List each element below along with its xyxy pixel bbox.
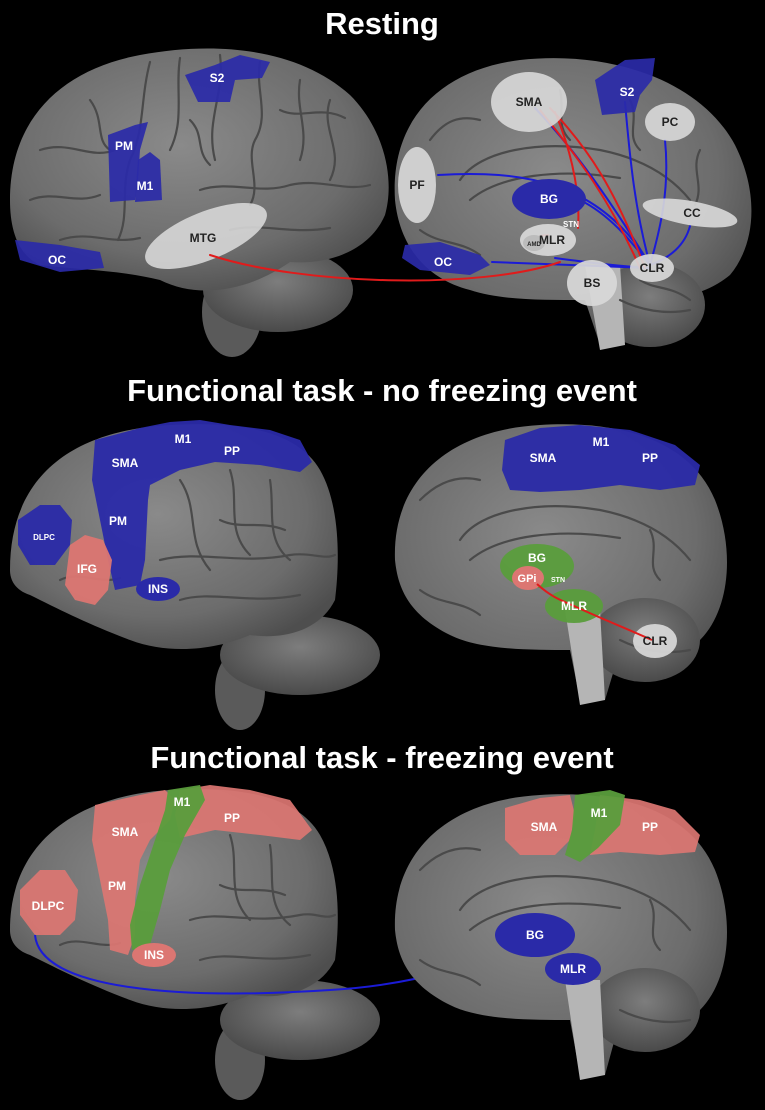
region-label-ins-f: INS — [144, 948, 164, 962]
panel-title-no-freezing: Functional task - no freezing event — [127, 373, 637, 408]
region-label-pm-lateral-nf: PM — [109, 514, 127, 528]
region-label-mlr-medial: MLR — [539, 233, 565, 247]
region-label-bg-medial-f: BG — [526, 928, 544, 942]
medial-brain-freezing: SMA M1 PP BG MLR — [394, 790, 727, 1080]
medial-brain-no-freezing: SMA M1 PP BG GPi STN MLR CLR — [394, 424, 727, 705]
panel-resting: Resting — [10, 6, 752, 357]
region-label-m1-lateral: M1 — [137, 179, 154, 193]
region-label-m1-lateral-f: M1 — [174, 795, 191, 809]
panel-title-freezing: Functional task - freezing event — [150, 740, 613, 775]
panel-no-freezing: Functional task - no freezing event M1 — [10, 373, 727, 730]
lateral-brain-resting: S2 PM M1 MTG OC — [10, 48, 389, 357]
medial-brain-resting: SMA S2 PC PF BG STN CC AMD MLR OC CLR BS — [209, 58, 752, 350]
region-label-oc-medial: OC — [434, 255, 452, 269]
lateral-brain-freezing: M1 SMA PP PM DLPC INS — [10, 785, 526, 1100]
region-label-bs: BS — [584, 276, 601, 290]
region-label-pp-medial-nf: PP — [642, 451, 658, 465]
region-label-sma-medial-f: SMA — [531, 820, 558, 834]
region-label-sma-medial-nf: SMA — [530, 451, 557, 465]
region-label-pm-lateral-f: PM — [108, 879, 126, 893]
region-label-clr-medial: CLR — [640, 261, 665, 275]
region-label-mlr-medial-nf: MLR — [561, 599, 587, 613]
region-label-clr-medial-nf: CLR — [643, 634, 668, 648]
region-label-oc-lateral: OC — [48, 253, 66, 267]
region-label-pf: PF — [409, 178, 424, 192]
region-label-pc: PC — [662, 115, 679, 129]
region-label-bg-medial-nf: BG — [528, 551, 546, 565]
region-label-sma-lateral-nf: SMA — [112, 456, 139, 470]
region-label-pp-lateral-nf: PP — [224, 444, 240, 458]
region-label-stn-nf: STN — [551, 577, 565, 584]
region-label-mtg: MTG — [190, 231, 217, 245]
region-label-pp-medial-f: PP — [642, 820, 658, 834]
region-label-pm-lateral: PM — [115, 139, 133, 153]
region-label-m1-medial-f: M1 — [591, 806, 608, 820]
region-label-dlpc-nf: DLPC — [33, 533, 55, 542]
lateral-brain-no-freezing: M1 SMA PP PM DLPC IFG INS — [10, 420, 380, 730]
region-label-ins-nf: INS — [148, 582, 168, 596]
region-label-dlpc-f: DLPC — [32, 899, 65, 913]
region-label-s2-lateral: S2 — [210, 71, 225, 85]
region-label-stn: STN — [563, 220, 579, 229]
region-label-m1-medial-nf: M1 — [593, 435, 610, 449]
region-label-amd: AMD — [527, 242, 541, 248]
region-label-sma-medial: SMA — [516, 95, 543, 109]
region-label-s2-medial: S2 — [620, 85, 635, 99]
region-label-gpi: GPi — [518, 573, 537, 585]
region-label-ifg-nf: IFG — [77, 562, 97, 576]
region-label-cc: CC — [683, 206, 701, 220]
region-label-sma-lateral-f: SMA — [112, 825, 139, 839]
region-label-bg-medial: BG — [540, 192, 558, 206]
panel-freezing: Functional task - freezing event M1 — [10, 740, 727, 1100]
region-label-pp-lateral-f: PP — [224, 811, 240, 825]
panel-title-resting: Resting — [325, 6, 439, 41]
region-label-m1-lateral-nf: M1 — [175, 432, 192, 446]
region-label-mlr-medial-f: MLR — [560, 962, 586, 976]
